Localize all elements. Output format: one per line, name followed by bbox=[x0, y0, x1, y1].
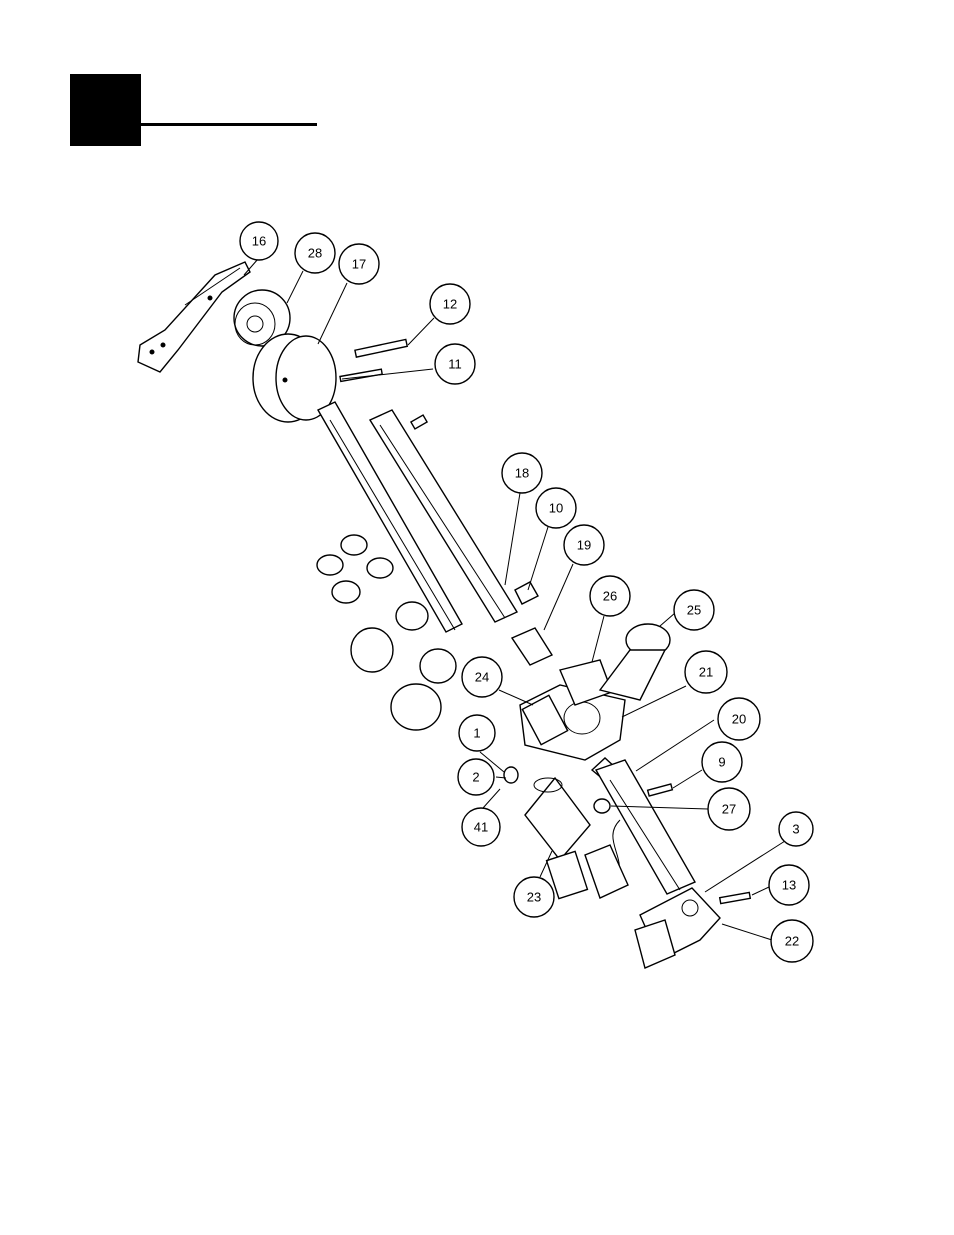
spacer-rings bbox=[317, 535, 456, 730]
callout-9: 9 bbox=[702, 742, 742, 782]
callout-label: 10 bbox=[549, 501, 563, 516]
callout-24: 24 bbox=[462, 657, 502, 697]
callout-41: 41 bbox=[462, 808, 500, 846]
callout-13: 13 bbox=[769, 865, 809, 905]
part-16-seat-bracket bbox=[138, 262, 250, 372]
callout-26: 26 bbox=[590, 576, 630, 616]
callout-12: 12 bbox=[430, 284, 470, 324]
callout-label: 22 bbox=[785, 934, 799, 949]
callout-16: 16 bbox=[240, 222, 278, 260]
callout-label: 18 bbox=[515, 466, 529, 481]
callout-label: 11 bbox=[448, 357, 462, 372]
callout-28: 28 bbox=[295, 233, 335, 273]
callout-label: 12 bbox=[443, 297, 457, 312]
callout-label: 20 bbox=[732, 712, 746, 727]
callout-1: 1 bbox=[459, 715, 495, 751]
leader-18 bbox=[505, 493, 520, 585]
callout-label: 25 bbox=[687, 603, 701, 618]
leader-24 bbox=[499, 690, 533, 705]
callout-20: 20 bbox=[718, 698, 760, 740]
callout-25: 25 bbox=[674, 590, 714, 630]
callout-label: 1 bbox=[473, 726, 480, 741]
callout-27: 27 bbox=[708, 788, 750, 830]
callout-22: 22 bbox=[771, 920, 813, 962]
callout-label: 28 bbox=[308, 246, 322, 261]
callout-label: 16 bbox=[252, 234, 266, 249]
callout-18: 18 bbox=[502, 453, 542, 493]
callout-label: 9 bbox=[718, 755, 725, 770]
callout-2: 2 bbox=[458, 759, 494, 795]
callout-21: 21 bbox=[685, 651, 727, 693]
callout-label: 41 bbox=[474, 820, 488, 835]
leader-22 bbox=[722, 924, 772, 940]
part-13-pin bbox=[720, 892, 751, 903]
callout-label: 21 bbox=[699, 665, 713, 680]
leader-28 bbox=[287, 271, 303, 303]
part-22-foot-bracket bbox=[635, 888, 720, 968]
part-1-knob bbox=[504, 767, 518, 783]
part-25-pedal bbox=[600, 624, 670, 700]
part-27-roller bbox=[594, 799, 610, 813]
part-12-pin bbox=[355, 339, 407, 357]
callout-label: 27 bbox=[722, 802, 736, 817]
leader-12 bbox=[408, 318, 434, 345]
part-19-bracket bbox=[512, 628, 552, 665]
part-10-clip bbox=[515, 582, 538, 604]
callout-label: 24 bbox=[475, 670, 489, 685]
callout-label: 2 bbox=[472, 770, 479, 785]
callout-11: 11 bbox=[435, 344, 475, 384]
leader-19 bbox=[544, 564, 573, 630]
callout-19: 19 bbox=[564, 525, 604, 565]
lower-frame-rail bbox=[585, 760, 695, 898]
callout-23: 23 bbox=[514, 877, 554, 917]
callout-3: 3 bbox=[779, 812, 813, 846]
leader-10 bbox=[528, 527, 548, 590]
callout-label: 3 bbox=[792, 822, 799, 837]
leader-13 bbox=[752, 887, 769, 895]
callout-17: 17 bbox=[339, 244, 379, 284]
callout-label: 17 bbox=[352, 257, 366, 272]
leader-25 bbox=[660, 613, 675, 626]
part-9-pin bbox=[648, 784, 673, 796]
callout-label: 13 bbox=[782, 878, 796, 893]
callout-label: 23 bbox=[527, 890, 541, 905]
callout-label: 26 bbox=[603, 589, 617, 604]
leader-26 bbox=[592, 616, 604, 662]
leader-17 bbox=[318, 283, 347, 344]
callout-10: 10 bbox=[536, 488, 576, 528]
callout-label: 19 bbox=[577, 538, 591, 553]
leader-9 bbox=[673, 770, 702, 788]
